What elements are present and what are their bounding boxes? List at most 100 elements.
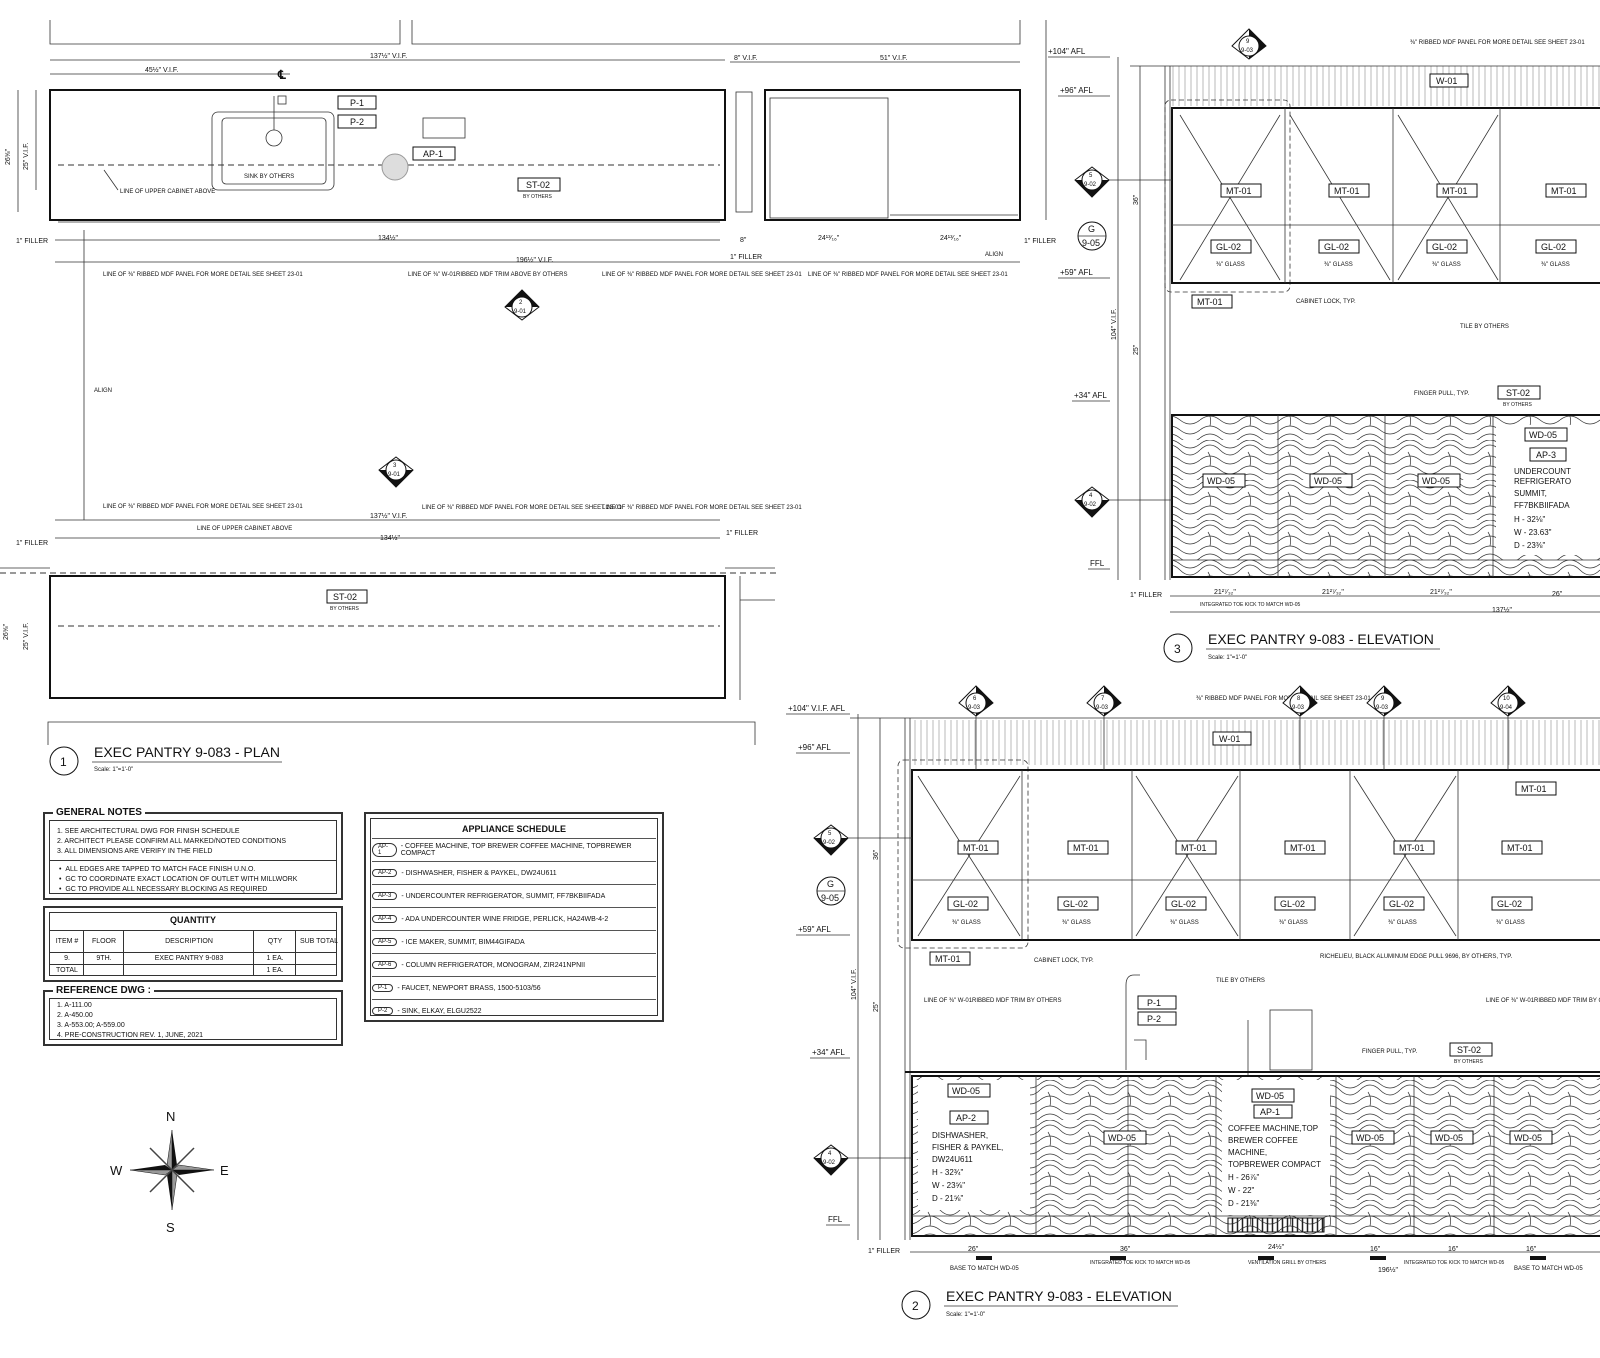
svg-text:2: 2 (519, 300, 523, 306)
general-note-2: 2. ARCHITECT PLEASE CONFIRM ALL MARKED/N… (57, 838, 287, 845)
quantity-table: QUANTITY ITEM # FLOOR DESCRIPTION QTY SU… (43, 906, 343, 982)
svg-text:D - 23⅜": D - 23⅜" (1514, 541, 1545, 550)
filler-mid: 1" FILLER (730, 254, 762, 261)
svg-text:AP-2: AP-2 (956, 1113, 976, 1123)
ribbed-panel-e2: ⅜" RIBBED MDF PANEL FOR MORE DETAIL SEE … (1196, 696, 1371, 702)
svg-text:P-2: P-2 (350, 117, 364, 127)
ref-dwg-2: 2. A-450.00 (57, 1012, 93, 1019)
svg-text:Scale: 1"=1'-0": Scale: 1"=1'-0" (1208, 655, 1247, 661)
w01-trim-note: LINE OF ⅜" W-01RIBBED MDF TRIM ABOVE BY … (408, 272, 568, 278)
tile-e3: TILE BY OTHERS (1460, 324, 1509, 330)
afl59-e3: +59" AFL (1060, 268, 1093, 277)
svg-text:9-03: 9-03 (1292, 705, 1305, 711)
svg-text:ST-02: ST-02 (1506, 388, 1530, 398)
schedule-row-ap2: AP-2- DISHWASHER, FISHER & PAYKEL, DW24U… (372, 862, 656, 885)
schedule-row-p1: P-1- FAUCET, NEWPORT BRASS, 1500-5103/56 (372, 977, 656, 1000)
dim-25-e3: 25" (1133, 344, 1140, 355)
svg-text:ST-02: ST-02 (526, 180, 550, 190)
general-bullet-3: • GC TO PROVIDE ALL NECESSARY BLOCKING A… (59, 886, 268, 893)
general-bullet-2: • GC TO COORDINATE EXACT LOCATION OF OUT… (59, 876, 298, 883)
toe-kick-e3: INTEGRATED TOE KICK TO MATCH WD-05 (1200, 602, 1301, 608)
tag-ap1: AP-1 (412, 146, 456, 161)
tag-gl02-e3a: GL-02 (1210, 239, 1252, 254)
general-bullet-1: • ALL EDGES ARE TAPPED TO MATCH FACE FIN… (59, 866, 256, 873)
svg-text:H - 32¾": H - 32¾" (932, 1168, 963, 1177)
svg-text:COFFEE MACHINE,TOP: COFFEE MACHINE,TOP (1228, 1124, 1318, 1133)
glass-e2d: ⅜" GLASS (1279, 920, 1308, 926)
tag-st02-e3: ST-02 (1497, 385, 1541, 400)
svg-text:1: 1 (60, 755, 67, 769)
tag-wd05-e3d: WD-05 (1524, 427, 1568, 442)
dim-mid: 8" V.I.F. (734, 55, 758, 62)
dim-26-b: 26⅝" (3, 623, 10, 640)
tag-mt01-e3a: MT-01 (1220, 183, 1262, 198)
svg-text:FF7BKBIIFADA: FF7BKBIIFADA (1514, 501, 1570, 510)
appliance-schedule: APPLIANCE SCHEDULE AP-1- COFFEE MACHINE,… (364, 812, 664, 1022)
svg-text:REFRIGERATO: REFRIGERATO (1514, 477, 1571, 486)
elev2-title-block: 2 EXEC PANTRY 9-083 - ELEVATION Scale: 1… (901, 1288, 1178, 1320)
section-marker-7: 7 9-03 (1086, 685, 1122, 717)
svg-text:MT-01: MT-01 (1442, 186, 1468, 196)
svg-text:WD-05: WD-05 (1256, 1091, 1284, 1101)
tag-gl02-e3b: GL-02 (1318, 239, 1360, 254)
tile-e2: TILE BY OTHERS (1216, 978, 1265, 984)
qty-total-qty: 1 EA. (266, 967, 284, 974)
svg-text:2: 2 (912, 1299, 919, 1313)
by-others-e2: BY OTHERS (1454, 1059, 1483, 1065)
svg-text:AP-1: AP-1 (423, 149, 443, 159)
svg-text:7: 7 (1101, 696, 1105, 702)
tag-ap3: AP-3 (1529, 447, 1567, 462)
section-marker-4-e2: 4 9-02 (813, 1144, 849, 1176)
svg-text:TOPBREWER COMPACT: TOPBREWER COMPACT (1228, 1160, 1321, 1169)
svg-text:9-01: 9-01 (388, 472, 401, 478)
dim-36-e2b: 36" (1120, 1246, 1131, 1253)
dim-21-e3a: 21²⁷⁄₃₂" (1214, 589, 1236, 596)
dim-137-e3: 137½" (1492, 606, 1513, 614)
align-a: ALIGN (985, 252, 1003, 258)
ribbed-note-d: LINE OF ⅜" RIBBED MDF PANEL FOR MORE DET… (103, 504, 303, 510)
schedule-row-ap6: AP-6- COLUMN REFRIGERATOR, MONOGRAM, ZIR… (372, 954, 656, 977)
tag-mt01-e3b: MT-01 (1328, 183, 1370, 198)
svg-text:9-05: 9-05 (821, 893, 839, 903)
svg-text:MT-01: MT-01 (935, 954, 961, 964)
qty-head-qty: QTY (267, 938, 283, 945)
svg-text:Scale: 1"=1'-0": Scale: 1"=1'-0" (94, 767, 133, 773)
qty-head-desc: DESCRIPTION (165, 938, 213, 945)
section-marker-3: 3 9-01 (378, 456, 414, 488)
svg-text:9-02: 9-02 (823, 1160, 836, 1166)
quantity-title: QUANTITY (170, 915, 216, 925)
svg-text:WD-05: WD-05 (1108, 1133, 1136, 1143)
tag-mt01-e2a: MT-01 (957, 840, 999, 855)
tag-w01-e2: W-01 (1212, 731, 1252, 746)
svg-text:WD-05: WD-05 (1314, 476, 1342, 486)
afl59-e2: +59" AFL (798, 925, 831, 934)
dim-16-e2c: 16" (1526, 1246, 1537, 1253)
filler-e2: 1" FILLER (868, 1248, 900, 1255)
svg-text:W - 22": W - 22" (1228, 1186, 1255, 1195)
svg-text:6: 6 (973, 696, 977, 702)
tag-mt01-e2e: MT-01 (1393, 840, 1435, 855)
afl96-e2: +96" AFL (798, 743, 831, 752)
elev3-title-block: 3 EXEC PANTRY 9-083 - ELEVATION Scale: 1… (1163, 631, 1440, 663)
tag-mt01-e3c: MT-01 (1436, 183, 1478, 198)
svg-text:MT-01: MT-01 (1073, 843, 1099, 853)
svg-text:GL-02: GL-02 (1541, 242, 1566, 252)
dim-24-b: 24¹³⁄₁₆" (940, 235, 962, 242)
centerline-mark: ℄ (277, 68, 286, 82)
dim-26-a: 26⅝" (5, 148, 12, 165)
svg-text:WD-05: WD-05 (952, 1086, 980, 1096)
qty-head-item: ITEM # (55, 938, 79, 945)
dim-25-b: 25" V.I.F. (23, 622, 30, 650)
svg-text:9-02: 9-02 (1084, 182, 1097, 188)
glass-e2b: ⅜" GLASS (1062, 920, 1091, 926)
tag-mt01-e2c: MT-01 (1175, 840, 1217, 855)
ffl-e3: FFL (1090, 559, 1105, 568)
by-others-e3: BY OTHERS (1503, 402, 1532, 408)
dim-overall: 137½" V.I.F. (370, 52, 407, 60)
elevation-3: W-01 ⅜" RIBBED MDF PANEL FOR MORE DETAIL… (1048, 28, 1600, 663)
tag-wd05-e2a: WD-05 (947, 1083, 991, 1098)
glass-e3d: ⅜" GLASS (1541, 262, 1570, 268)
afl34-e2: +34" AFL (812, 1048, 845, 1057)
general-notes-box: GENERAL NOTES 1. SEE ARCHITECTURAL DWG F… (43, 807, 343, 900)
glass-e3a: ⅜" GLASS (1216, 262, 1245, 268)
